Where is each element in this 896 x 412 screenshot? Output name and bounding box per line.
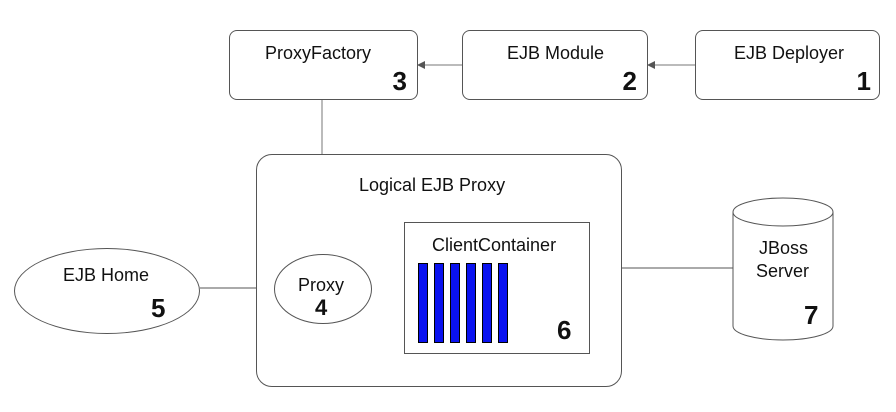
client-container-bar-3 bbox=[450, 263, 460, 343]
proxy-label: Proxy bbox=[298, 275, 345, 295]
ejb-deployer-box: EJB Deployer 1 bbox=[695, 30, 880, 100]
proxy-factory-number: 3 bbox=[392, 66, 407, 96]
client-container-number: 6 bbox=[557, 315, 572, 345]
jboss-server-cylinder bbox=[732, 197, 834, 341]
ejb-module-number: 2 bbox=[622, 66, 637, 96]
logical-ejb-proxy-label: Logical EJB Proxy bbox=[359, 175, 506, 195]
client-container-box: ClientContainer 6 bbox=[404, 222, 590, 354]
client-container-bar-5 bbox=[482, 263, 492, 343]
proxy-factory-label: ProxyFactory bbox=[265, 43, 372, 63]
jboss-server-number: 7 bbox=[804, 300, 819, 330]
client-container-label: ClientContainer bbox=[432, 235, 557, 255]
proxy-node: Proxy 4 bbox=[274, 254, 372, 324]
ejb-module-label: EJB Module bbox=[507, 43, 605, 63]
client-container-bar-6 bbox=[498, 263, 508, 343]
jboss-server-label-line1: JBoss bbox=[759, 238, 809, 258]
jboss-server-label-line2: Server bbox=[756, 261, 810, 281]
client-container-bar-4 bbox=[466, 263, 476, 343]
ejb-home-node: EJB Home 5 bbox=[14, 248, 200, 334]
ejb-module-box: EJB Module 2 bbox=[462, 30, 648, 100]
proxy-factory-box: ProxyFactory 3 bbox=[229, 30, 418, 100]
ejb-home-number: 5 bbox=[151, 293, 166, 323]
ejb-deployer-number: 1 bbox=[856, 66, 871, 96]
client-container-bar-1 bbox=[418, 263, 428, 343]
proxy-number: 4 bbox=[315, 295, 328, 320]
ejb-home-label: EJB Home bbox=[63, 265, 150, 285]
ejb-deployer-label: EJB Deployer bbox=[734, 43, 845, 63]
client-container-bar-2 bbox=[434, 263, 444, 343]
